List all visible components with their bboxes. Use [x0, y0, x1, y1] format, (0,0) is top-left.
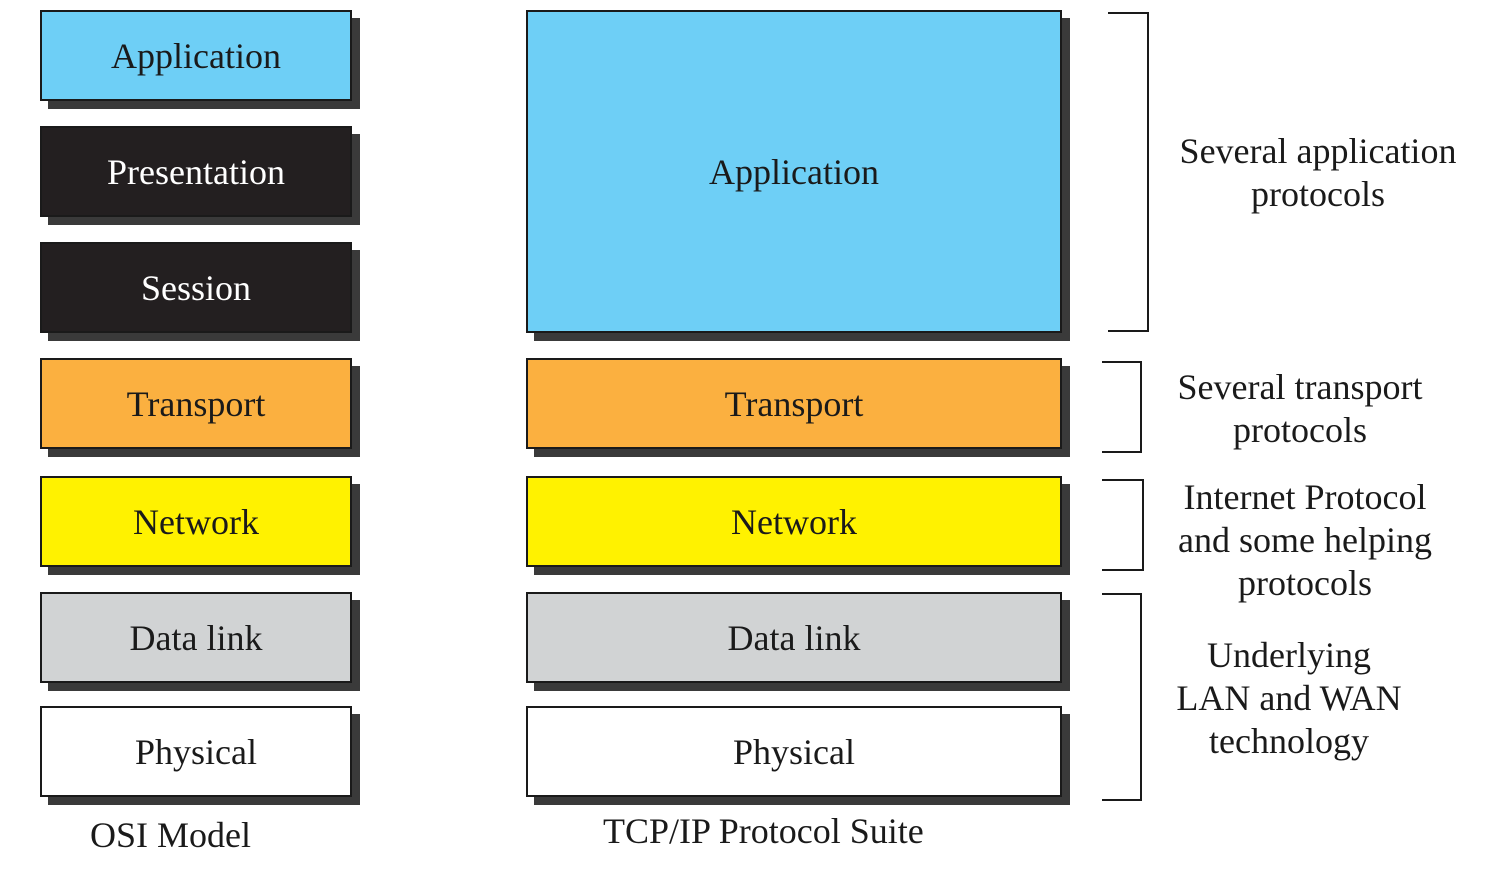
annotation-line: protocols: [1251, 174, 1385, 214]
osi-layer-presentation: Presentation: [40, 126, 352, 217]
bracket-network: [1102, 479, 1144, 571]
osi-layer-session: Session: [40, 242, 352, 333]
annotation-internet-protocol: Internet Protocol and some helping proto…: [1160, 476, 1450, 605]
bracket-underlying: [1102, 593, 1142, 801]
annotation-line: technology: [1209, 721, 1369, 761]
tcpip-layer-data-link: Data link: [526, 592, 1062, 683]
osi-layer-application: Application: [40, 10, 352, 101]
annotation-line: Underlying: [1207, 635, 1371, 675]
annotation-line: Several transport: [1177, 367, 1423, 407]
bracket-application: [1108, 12, 1149, 332]
tcpip-layer-label: Physical: [733, 731, 855, 772]
osi-layer-label: Transport: [126, 383, 266, 424]
annotation-underlying-technology: Underlying LAN and WAN technology: [1160, 634, 1418, 763]
osi-layer-label: Data link: [129, 617, 263, 658]
annotation-line: protocols: [1233, 410, 1367, 450]
tcpip-layer-label: Network: [731, 501, 857, 542]
tcpip-layer-label: Transport: [724, 383, 864, 424]
osi-layer-transport: Transport: [40, 358, 352, 449]
tcpip-layer-label: Application: [709, 151, 879, 192]
annotation-line: LAN and WAN: [1176, 678, 1402, 718]
tcpip-suite-caption: TCP/IP Protocol Suite: [603, 811, 924, 851]
osi-layer-label: Network: [133, 501, 259, 542]
osi-layer-label: Application: [111, 35, 281, 76]
osi-model-caption: OSI Model: [90, 815, 251, 855]
annotation-line: protocols: [1238, 563, 1372, 603]
osi-layer-network: Network: [40, 476, 352, 567]
annotation-line: Several application: [1179, 131, 1457, 171]
tcpip-layer-network: Network: [526, 476, 1062, 567]
osi-layer-label: Physical: [135, 731, 257, 772]
tcpip-layer-label: Data link: [727, 617, 861, 658]
annotation-line: Internet Protocol: [1183, 477, 1427, 517]
annotation-transport-protocols: Several transport protocols: [1160, 366, 1440, 452]
annotation-line: and some helping: [1178, 520, 1432, 560]
osi-layer-data-link: Data link: [40, 592, 352, 683]
tcpip-layer-transport: Transport: [526, 358, 1062, 449]
tcpip-layer-application: Application: [526, 10, 1062, 333]
tcpip-layer-physical: Physical: [526, 706, 1062, 797]
osi-layer-label: Presentation: [107, 151, 285, 192]
osi-layer-label: Session: [140, 267, 252, 308]
osi-layer-physical: Physical: [40, 706, 352, 797]
bracket-transport: [1102, 361, 1142, 453]
annotation-application-protocols: Several application protocols: [1160, 130, 1476, 216]
